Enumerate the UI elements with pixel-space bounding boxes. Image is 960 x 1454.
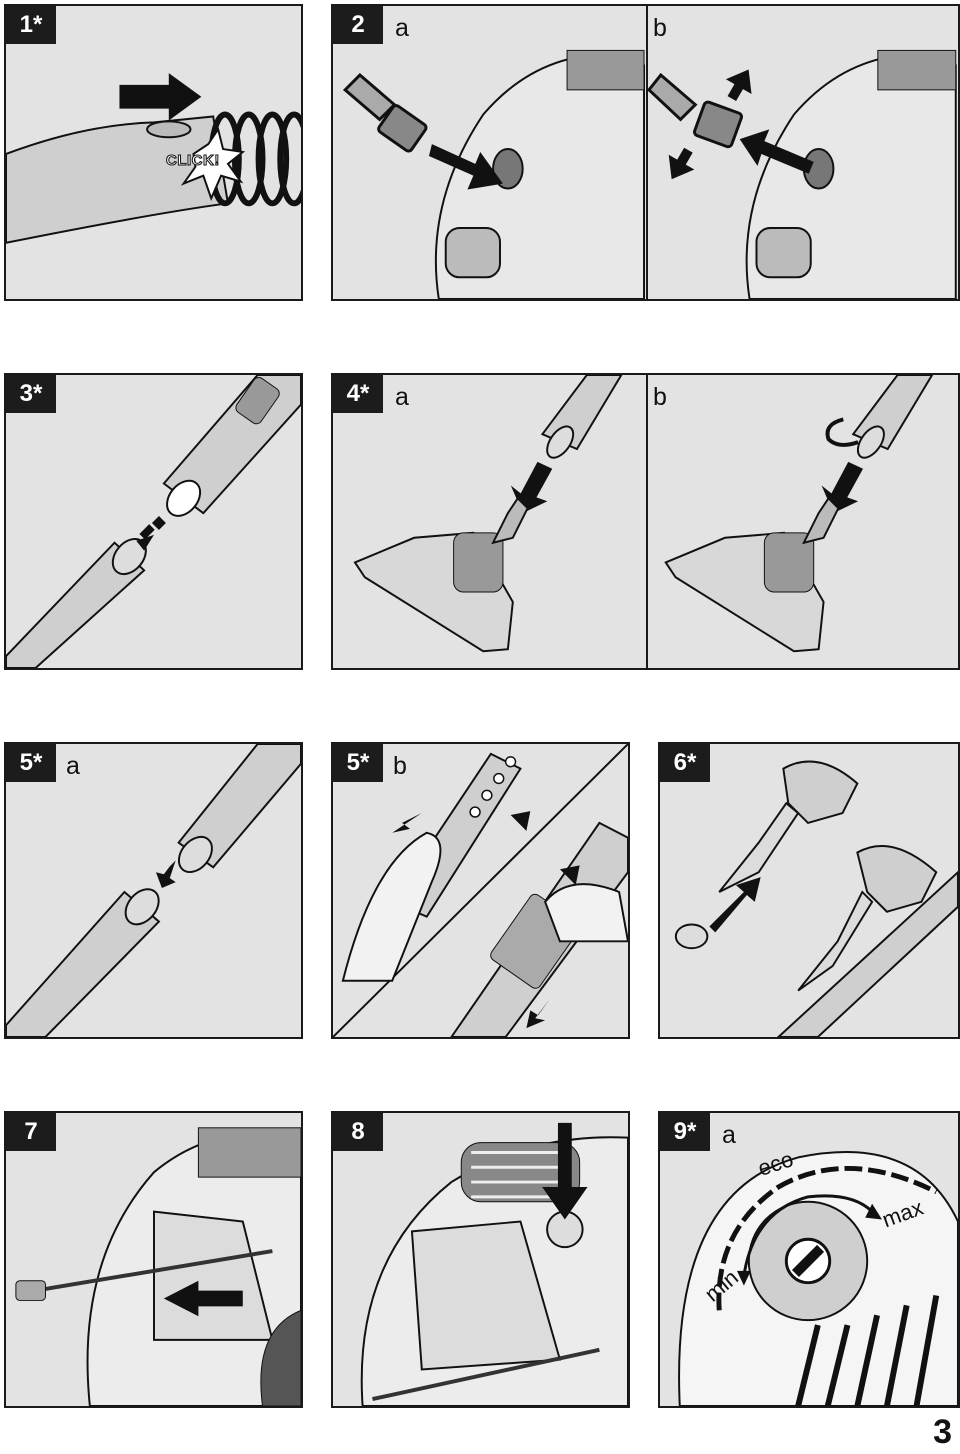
step-number: 8 [333, 1113, 383, 1151]
step-1-panel: 1* CLICK! [4, 4, 303, 301]
hose-insert-illustration [342, 49, 957, 299]
power-cord-illustration [15, 1127, 301, 1406]
step-9a-panel: 9* a eco max min [658, 1111, 960, 1408]
dashed-arrow-icon [526, 998, 551, 1029]
sub-step-a-label: a [395, 14, 409, 42]
tube-connect-illustration [6, 744, 301, 1037]
click-label: CLICK! [166, 152, 220, 170]
insert-arrow-icon [709, 877, 761, 933]
sub-step-b-label: b [393, 752, 407, 780]
step-number: 5* [333, 744, 383, 782]
step-number: 6* [660, 744, 710, 782]
remove-arrow-icon [739, 129, 814, 174]
floor-nozzle-illustration [353, 375, 934, 653]
step-5b-panel: 5* b [331, 742, 630, 1039]
dashed-arrow-icon [392, 813, 422, 833]
power-dial-illustration [678, 1151, 958, 1406]
step-7-panel: 7 [4, 1111, 303, 1408]
sub-step-a-label: a [66, 752, 80, 780]
step-6-panel: 6* [658, 742, 960, 1039]
sub-step-b-label: b [653, 383, 667, 411]
sub-step-a-label: a [395, 383, 409, 411]
step-2-panel: 2 a b [331, 4, 960, 301]
double-arrow-icon [459, 811, 531, 883]
step-number: 2 [333, 6, 383, 44]
step-5a-panel: 5* a [4, 742, 303, 1039]
crevice-tool-illustration [674, 760, 958, 1037]
telescopic-tube-illustration [333, 744, 628, 1037]
step-number: 5* [6, 744, 56, 782]
tube-connect-illustration [6, 375, 301, 668]
step-8-panel: 8 [331, 1111, 630, 1408]
down-arrow-icon [510, 461, 553, 514]
sub-step-b-label: b [653, 14, 667, 42]
rotate-arrow-icon [825, 417, 859, 447]
hose-handle-illustration [6, 73, 301, 244]
squeeze-arrow-bottom-icon [668, 147, 695, 180]
step-4-panel: 4* a b [331, 373, 960, 670]
click-burst-icon [180, 126, 246, 202]
step-number: 4* [333, 375, 383, 413]
step-number: 3* [6, 375, 56, 413]
down-arrow-icon [821, 461, 864, 514]
double-arrow-icon [508, 865, 580, 937]
dashed-arrow-icon [155, 860, 176, 889]
step-number: 1* [6, 6, 56, 44]
panel-divider [646, 6, 648, 299]
plug-icon [15, 1280, 46, 1301]
dashed-arrow-icon [136, 516, 166, 551]
step-number: 9* [660, 1113, 710, 1151]
sub-step-a-label: a [722, 1121, 736, 1149]
curved-arrow-icon [742, 1194, 874, 1277]
squeeze-arrow-top-icon [725, 69, 752, 102]
step-3-panel: 3* [4, 373, 303, 670]
push-arrow-icon [119, 73, 202, 121]
panel-divider [646, 375, 648, 668]
press-arrow-icon [542, 1122, 588, 1220]
page-number: 3 [933, 1413, 952, 1451]
pull-arrow-icon [163, 1280, 243, 1317]
insert-arrow-icon [428, 144, 503, 190]
step-number: 7 [6, 1113, 56, 1151]
cord-rewind-illustration [360, 1122, 628, 1406]
